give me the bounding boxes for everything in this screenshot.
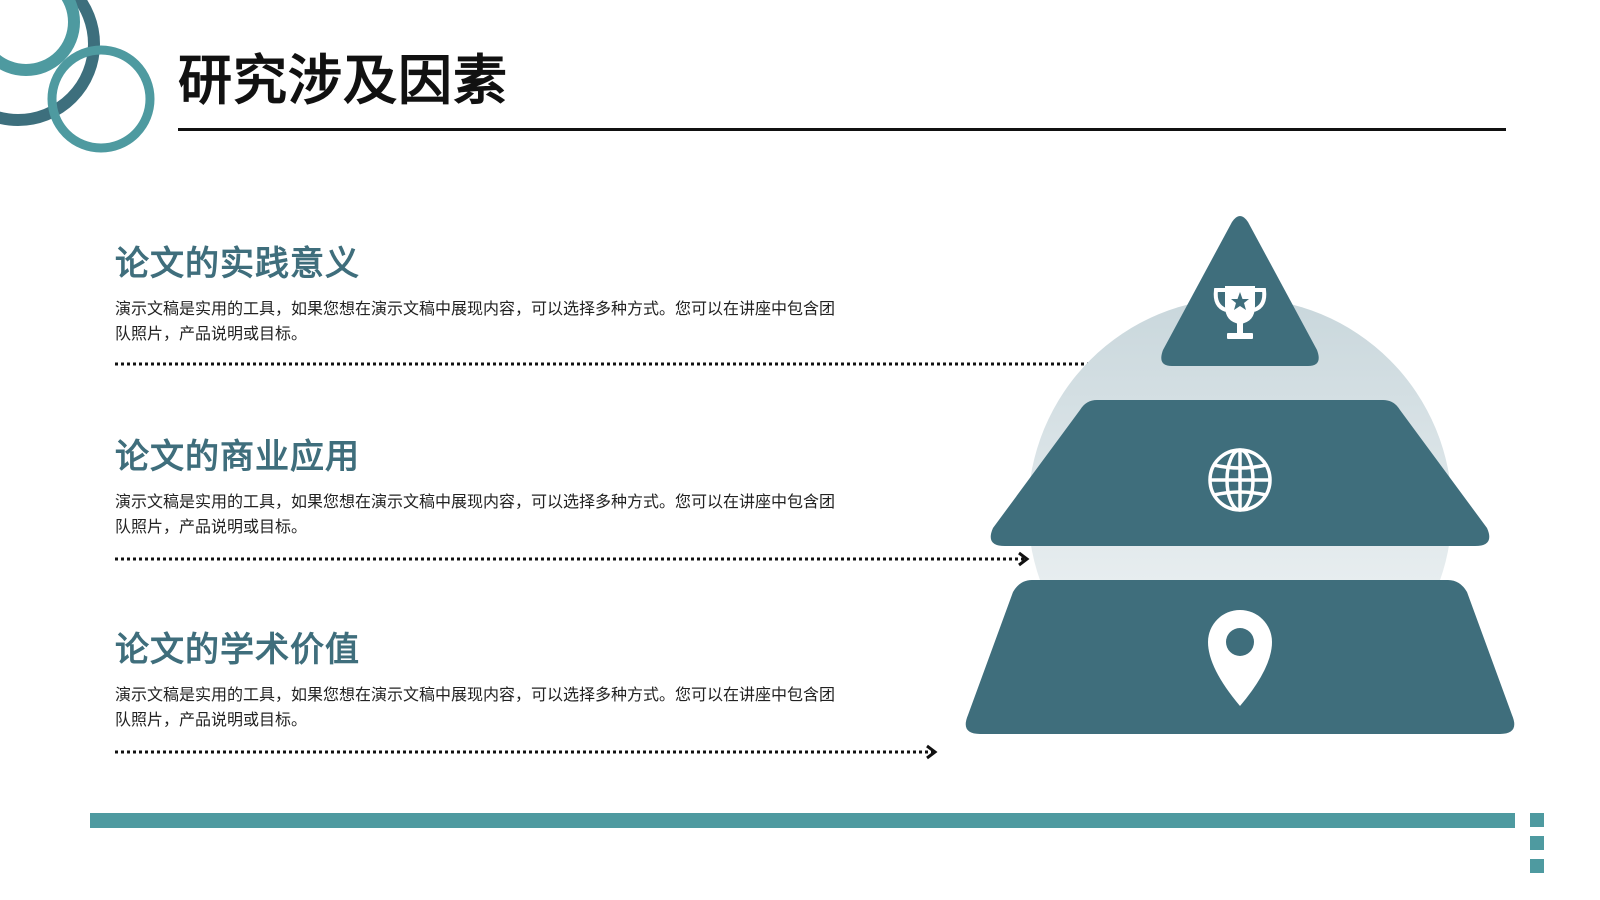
ring-outer xyxy=(0,0,100,126)
ring-middle xyxy=(0,0,80,76)
factor-title: 论文的商业应用 xyxy=(115,437,360,477)
globe-icon xyxy=(1208,448,1272,512)
footer-bar xyxy=(90,813,1515,828)
factor-item-academic: 论文的学术价值 演示文稿是实用的工具，如果您想在演示文稿中展现内容，可以选择多种… xyxy=(115,626,835,732)
dotted-arrow-connector xyxy=(115,551,1030,567)
footer-square xyxy=(1530,859,1544,873)
factor-item-commercial: 论文的商业应用 演示文稿是实用的工具，如果您想在演示文稿中展现内容，可以选择多种… xyxy=(115,433,835,539)
footer-square xyxy=(1530,813,1544,827)
factor-title: 论文的实践意义 xyxy=(115,244,360,284)
decorative-rings xyxy=(0,0,155,153)
footer-square xyxy=(1530,836,1544,850)
factor-description: 演示文稿是实用的工具，如果您想在演示文稿中展现内容，可以选择多种方式。您可以在讲… xyxy=(115,685,836,729)
factor-item-practical: 论文的实践意义 演示文稿是实用的工具，如果您想在演示文稿中展现内容，可以选择多种… xyxy=(115,240,835,346)
location-pin-icon xyxy=(1208,610,1272,706)
dotted-arrow-connector xyxy=(115,744,938,760)
factor-description: 演示文稿是实用的工具，如果您想在演示文稿中展现内容，可以选择多种方式。您可以在讲… xyxy=(115,492,836,536)
factor-title: 论文的学术价值 xyxy=(115,630,360,670)
trophy-icon xyxy=(1213,286,1267,339)
ring-front xyxy=(47,45,155,153)
factor-description: 演示文稿是实用的工具，如果您想在演示文稿中展现内容，可以选择多种方式。您可以在讲… xyxy=(115,299,836,343)
pyramid-diagram xyxy=(965,216,1515,734)
page-title: 研究涉及因素 xyxy=(178,49,508,112)
title-divider xyxy=(178,128,1506,131)
